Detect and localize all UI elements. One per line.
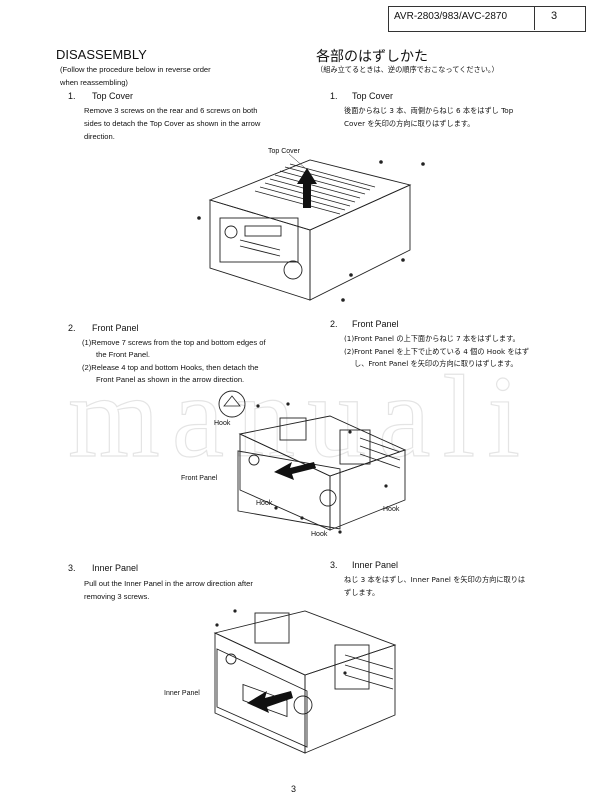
label-inner-panel: Inner Panel: [164, 690, 200, 697]
disassembly-note-line2: when reassembling): [60, 78, 128, 87]
header-page-number: 3: [551, 10, 558, 22]
jp-note: （組み立てるときは、逆の順序でおこなってください。）: [316, 65, 499, 74]
step3-text-line1: Pull out the Inner Panel in the arrow di…: [84, 579, 253, 588]
jp-step3-number: 3.: [330, 560, 338, 570]
header-box: [388, 6, 586, 32]
jp-step2-text-line2: (2)Front Panel を上下で止めている 4 個の Hook をはず: [344, 347, 530, 356]
step1-number: 1.: [68, 91, 76, 101]
step2-text-line2: the Front Panel.: [96, 350, 151, 359]
label-hook-bottom: Hook: [311, 531, 328, 538]
label-top-cover: Top Cover: [268, 148, 300, 155]
jp-step1-text-line1: 後面からねじ 3 本、両側からねじ 6 本をはずし Top: [344, 106, 514, 115]
jp-step2-text-line1: (1)Front Panel の上下面からねじ 7 本をはずします。: [344, 334, 520, 343]
watermark: manuali: [67, 370, 532, 470]
step2-text-line1: (1)Remove 7 screws from the top and bott…: [82, 338, 266, 347]
jp-title: 各部のはずしかた: [316, 49, 428, 65]
disassembly-title: DISASSEMBLY: [56, 47, 147, 62]
step3-number: 3.: [68, 563, 76, 573]
figure-top-cover: [197, 153, 425, 302]
label-hook-left: Hook: [256, 500, 273, 507]
jp-step1-number: 1.: [330, 91, 338, 101]
jp-step2-text-line3: し、Front Panel を矢印の方向に取りはずします。: [354, 359, 518, 368]
jp-step2-number: 2.: [330, 319, 338, 329]
label-hook-right: Hook: [383, 506, 400, 513]
jp-step3-text-line1: ねじ 3 本をはずし、Inner Panel を矢印の方向に取りは: [344, 575, 526, 584]
disassembly-note-line1: (Follow the procedure below in reverse o…: [60, 65, 211, 74]
step2-title: Front Panel: [92, 323, 139, 333]
step2-number: 2.: [68, 323, 76, 333]
jp-step2-title: Front Panel: [352, 319, 399, 329]
figure-inner-panel: [213, 609, 397, 754]
jp-step3-text-line2: ずします。: [344, 588, 380, 597]
jp-step3-title: Inner Panel: [352, 560, 399, 570]
step1-text-line2: sides to detach the Top Cover as shown i…: [84, 119, 261, 128]
step2-text-line3: (2)Release 4 top and bottom Hooks, then …: [82, 363, 259, 372]
label-hook-top: Hook: [214, 420, 231, 427]
step1-text-line1: Remove 3 screws on the rear and 6 screws…: [84, 106, 258, 115]
jp-step1-title: Top Cover: [352, 91, 394, 101]
step3-text-line2: removing 3 screws.: [84, 592, 150, 601]
header-separator: [534, 6, 535, 30]
jp-step1-text-line2: Cover を矢印の方向に取りはずします。: [344, 119, 475, 128]
step2-text-line4: Front Panel as shown in the arrow direct…: [96, 375, 245, 384]
step1-title: Top Cover: [92, 91, 134, 101]
label-front-panel: Front Panel: [181, 475, 218, 482]
figure-front-panel: [218, 390, 407, 534]
watermark-text: manuali: [68, 370, 532, 470]
step3-title: Inner Panel: [92, 563, 139, 573]
step1-text-line3: direction.: [84, 132, 115, 141]
footer-page-number: 3: [291, 784, 297, 794]
hook-detail-inset: [218, 390, 246, 418]
header-model: AVR-2803/983/AVC-2870: [394, 11, 508, 22]
